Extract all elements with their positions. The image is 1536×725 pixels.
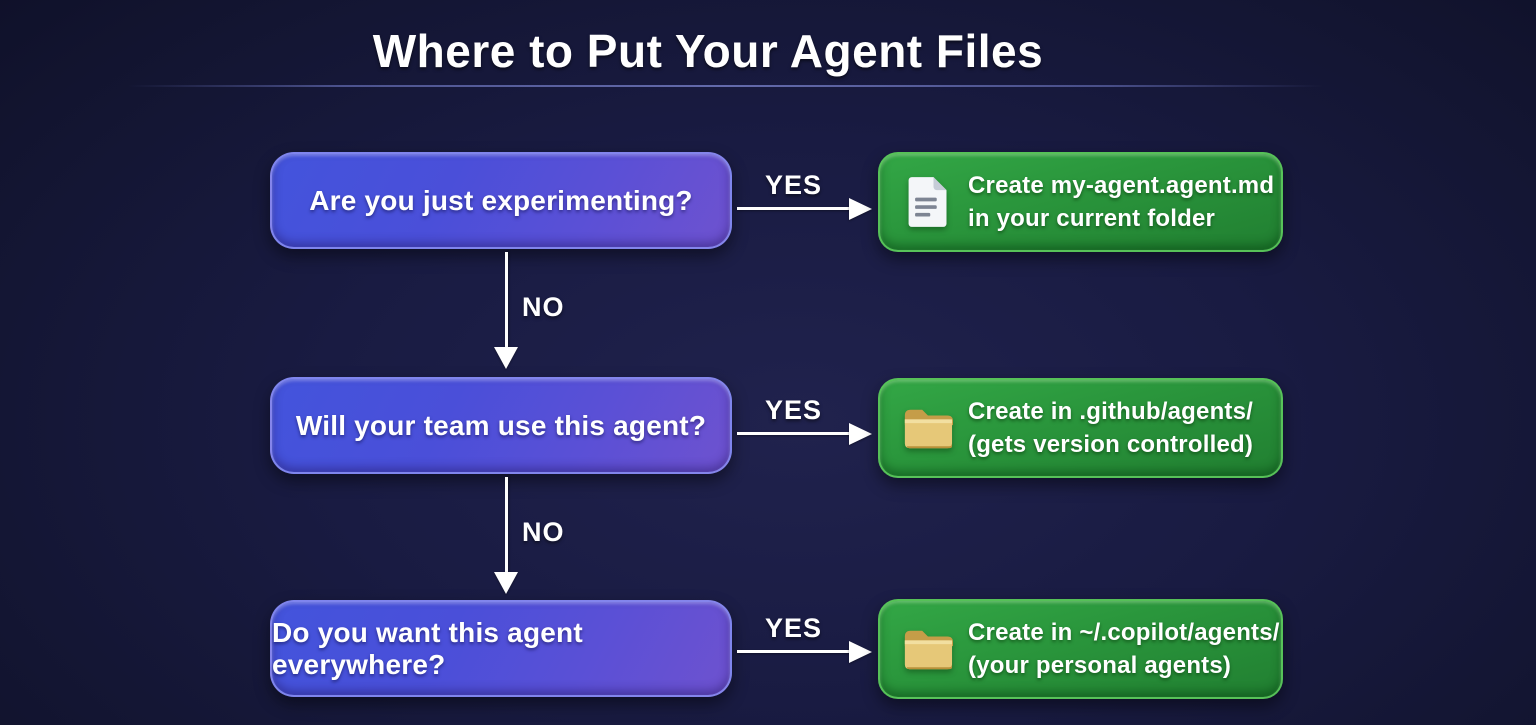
document-icon <box>901 176 953 228</box>
yes-arrow-label: YES <box>764 613 823 643</box>
yes-arrow-row1: YES <box>737 166 873 222</box>
answer-line-1: Create my-agent.agent.md <box>968 172 1275 199</box>
arrow-head-right-icon <box>849 423 872 445</box>
answer-box-github-agents: Create in .github/agents/ (gets version … <box>878 378 1283 478</box>
answer-box-copilot-agents: Create in ~/.copilot/agents/ (your perso… <box>878 599 1283 699</box>
yes-arrow-row2: YES <box>737 391 873 447</box>
answer-box-current-folder: Create my-agent.agent.md in your current… <box>878 152 1283 252</box>
no-arrow-label: NO <box>522 517 565 547</box>
arrow-line <box>737 650 850 653</box>
answer-text: Create my-agent.agent.md in your current… <box>968 169 1274 235</box>
arrow-line <box>737 207 850 210</box>
question-text: Will your team use this agent? <box>295 409 707 441</box>
no-arrow-row1: NO <box>440 252 610 370</box>
folder-icon <box>901 405 953 451</box>
no-arrow-row2: NO <box>440 477 610 595</box>
arrow-line <box>505 477 508 573</box>
yes-arrow-row3: YES <box>737 609 873 665</box>
arrow-line <box>737 432 850 435</box>
title-divider <box>128 85 1323 87</box>
answer-line-2: (gets version controlled) <box>968 431 1254 458</box>
question-box-experimenting: Are you just experimenting? <box>270 152 732 249</box>
arrow-head-down-icon <box>494 347 518 369</box>
yes-arrow-label: YES <box>764 395 823 425</box>
answer-line-1: Create in ~/.copilot/agents/ <box>968 619 1280 646</box>
question-text: Are you just experimenting? <box>309 184 693 216</box>
answer-text: Create in .github/agents/ (gets version … <box>968 395 1253 461</box>
arrow-line <box>505 252 508 348</box>
no-arrow-label: NO <box>522 292 565 322</box>
question-box-agent-everywhere: Do you want this agent everywhere? <box>270 600 732 697</box>
arrow-head-right-icon <box>849 198 872 220</box>
answer-line-2: (your personal agents) <box>968 652 1232 679</box>
answer-line-2: in your current folder <box>968 205 1216 232</box>
answer-line-1: Create in .github/agents/ <box>968 398 1254 425</box>
arrow-head-right-icon <box>849 641 872 663</box>
page-title: Where to Put Your Agent Files <box>372 25 1044 77</box>
arrow-head-down-icon <box>494 572 518 594</box>
folder-icon <box>901 626 953 672</box>
question-box-team-use: Will your team use this agent? <box>270 377 732 474</box>
yes-arrow-label: YES <box>764 170 823 200</box>
answer-text: Create in ~/.copilot/agents/ (your perso… <box>968 616 1280 682</box>
question-text: Do you want this agent everywhere? <box>272 616 583 680</box>
